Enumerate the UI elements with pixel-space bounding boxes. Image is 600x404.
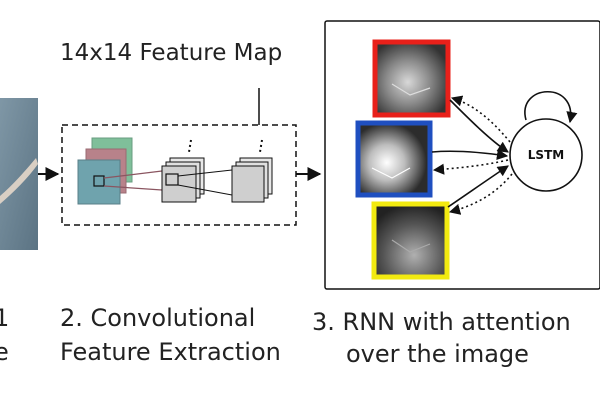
lstm-node [509, 118, 583, 192]
step2-caption-line1: 2. Convolutional [60, 304, 256, 332]
step1-caption-line2: e [0, 338, 9, 366]
attention-map-3 [371, 201, 450, 280]
conv-layer-1 [161, 139, 233, 203]
step1-caption-line1: 1 [0, 304, 10, 332]
lstm-recurrent-arrow [524, 90, 578, 124]
attention-map-2 [355, 120, 433, 198]
input-image [0, 98, 38, 250]
feature-map-title: 14x14 Feature Map [60, 40, 283, 66]
step2-caption-line2: Feature Extraction [60, 338, 281, 366]
step3-caption-line1: 3. RNN with attention [312, 308, 571, 336]
conv-layer-2 [231, 139, 273, 203]
step3-caption-line2: over the image [346, 340, 529, 368]
lstm-label: LSTM [528, 148, 564, 162]
attention-map-1 [372, 39, 451, 118]
conv-input-stack [77, 137, 163, 205]
attention-feedback-arrows [432, 95, 513, 215]
